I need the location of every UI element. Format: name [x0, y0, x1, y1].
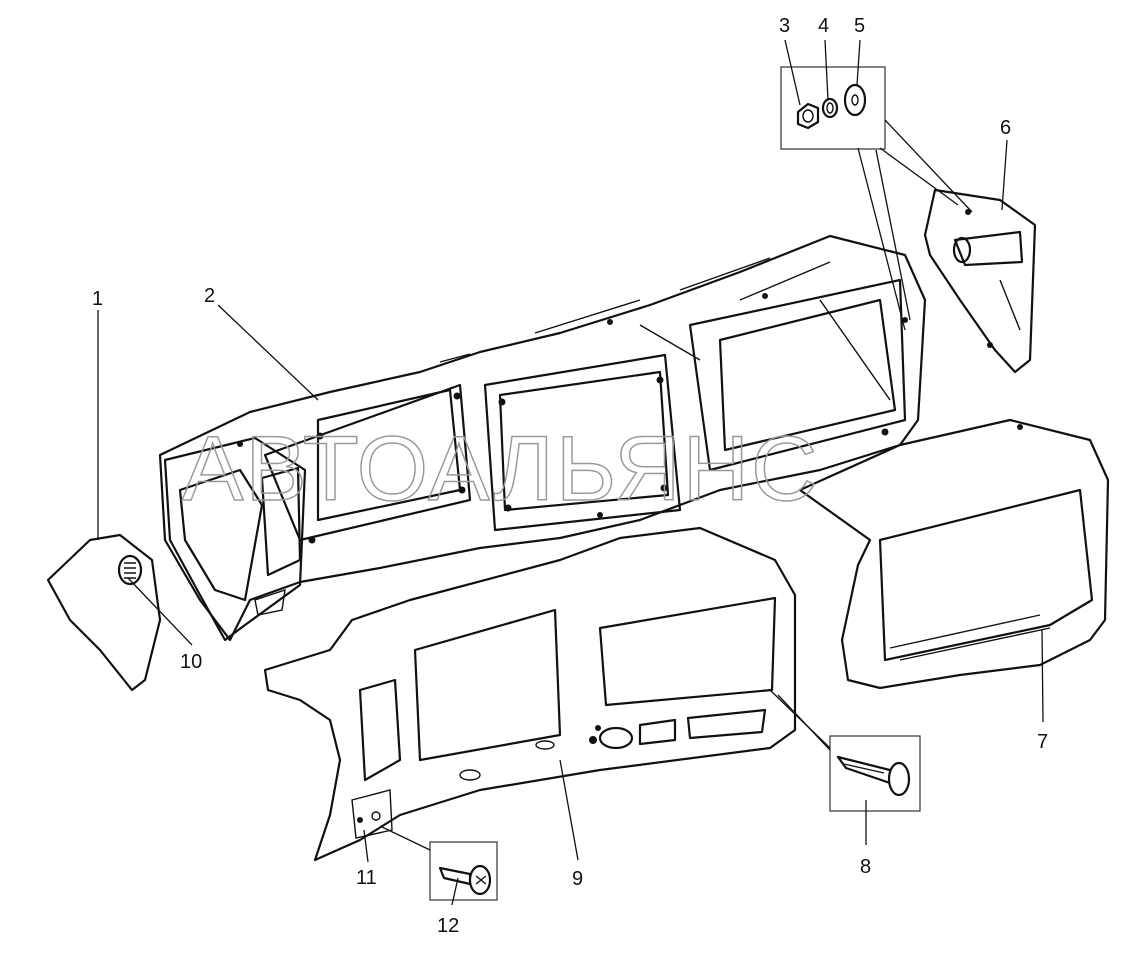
screw-8 — [829, 735, 921, 812]
callout-4: 4 — [818, 15, 829, 37]
part-number-labels: 1 2 3 4 5 6 7 8 9 10 11 12 — [92, 15, 1048, 937]
watermark-text: АВТОАЛЬЯНС — [182, 418, 820, 520]
callout-1: 1 — [92, 288, 103, 310]
callout-6: 6 — [1000, 117, 1011, 139]
left-end-cap — [46, 533, 162, 692]
fastener-set — [780, 66, 886, 150]
callout-7: 7 — [1037, 731, 1048, 753]
callout-9: 9 — [572, 868, 583, 890]
callout-12: 12 — [437, 915, 459, 937]
callout-3: 3 — [779, 15, 790, 37]
callout-8: 8 — [860, 856, 871, 878]
callout-11: 11 — [356, 867, 377, 889]
callout-10: 10 — [180, 651, 202, 673]
screw-12 — [429, 841, 498, 901]
callout-2: 2 — [204, 285, 215, 307]
leader-lines — [97, 39, 1044, 906]
callout-5: 5 — [854, 15, 865, 37]
dashboard-frame — [158, 234, 927, 642]
right-side-cover — [798, 418, 1110, 690]
dashboard-front-panel — [263, 526, 797, 862]
right-end-cap — [923, 188, 1037, 374]
